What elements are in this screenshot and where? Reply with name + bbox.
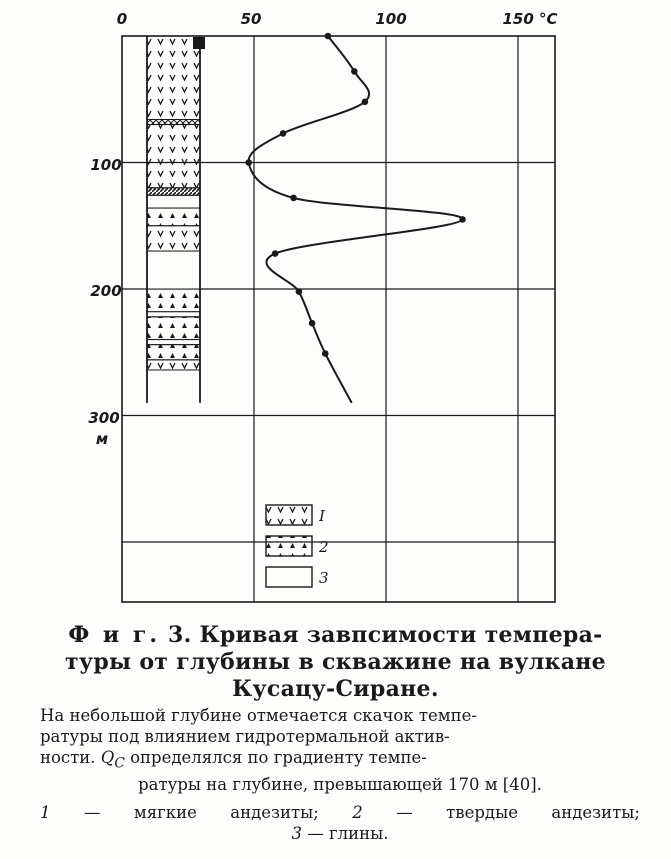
legend-swatch-2 xyxy=(265,535,313,557)
column-layer xyxy=(146,288,201,313)
column-top-mark xyxy=(193,37,205,49)
x-tick-label: 100 xyxy=(375,10,406,28)
x-tick-label: 50 xyxy=(241,10,262,28)
column-layer xyxy=(146,359,201,371)
legend-label-3: 3 xyxy=(319,569,329,587)
column-layer xyxy=(146,207,201,227)
legend-label-2: 2 xyxy=(318,538,329,556)
legend-label-1: I xyxy=(318,507,326,525)
data-point xyxy=(271,250,279,257)
column-layer xyxy=(146,250,201,290)
caption-title-line: Кривая завпсимости темпера- xyxy=(199,622,603,648)
heat-flow-symbol: Q xyxy=(100,748,115,767)
legend-swatch-3 xyxy=(265,566,313,588)
y-axis-ticks: 100 200 300 м xyxy=(88,156,121,448)
legend-entry-2: 2 — твердые андезиты; xyxy=(352,803,640,822)
y-axis-unit: м xyxy=(96,430,108,448)
legend-swatch-1 xyxy=(265,504,313,526)
y-tick-label: 200 xyxy=(90,282,121,300)
caption-body-line: ратуры под влиянием гидротермальной акти… xyxy=(40,727,450,746)
plot-frame xyxy=(121,35,556,603)
caption-title-line: Кусацу-Сиране. xyxy=(232,676,439,702)
column-layer xyxy=(146,35,201,120)
column-layer xyxy=(146,311,201,318)
figure-label: Ф и г. xyxy=(68,622,161,648)
data-point xyxy=(459,216,466,223)
column-layer xyxy=(146,194,201,209)
borehole-column xyxy=(146,35,201,403)
figure-number: 3. xyxy=(168,622,192,648)
column-layer xyxy=(146,344,201,361)
caption-title-line: туры от глубины в скважине на вулкане xyxy=(65,649,606,675)
column-layer xyxy=(146,339,201,346)
column-layer xyxy=(146,124,201,189)
data-point xyxy=(321,350,329,357)
caption-body-line: На небольшой глубине отмечается скачок т… xyxy=(40,706,477,725)
data-point xyxy=(279,130,287,137)
figure-caption-title: Ф и г. 3. Кривая завпсимости темпера- ту… xyxy=(0,622,671,703)
data-point xyxy=(245,159,253,166)
legend-entry-3: 3 — глины. xyxy=(291,824,389,843)
y-tick-label: 100 xyxy=(90,156,121,174)
column-layer xyxy=(146,225,201,252)
data-point xyxy=(290,194,297,202)
temperature-curve xyxy=(245,32,466,404)
temperature-depth-figure: 0 50 100 150 °C 100 200 300 м I 2 3 xyxy=(88,10,558,603)
caption-body-line: ности. QC определялся по градиенту темпе… xyxy=(40,748,427,772)
data-point xyxy=(308,319,316,327)
data-point xyxy=(324,32,332,40)
temperature-line xyxy=(247,35,464,404)
legend-entry-1: 1 — мягкие андезиты; xyxy=(40,803,319,822)
caption-body-line: ратуры на глубине, превышающей 170 м [40… xyxy=(138,775,542,795)
heat-flow-subscript: C xyxy=(114,755,125,772)
x-tick-label: 0 xyxy=(117,10,127,28)
x-axis-ticks: 0 50 100 150 °C xyxy=(117,10,558,28)
column-layer xyxy=(146,187,201,196)
column-layer xyxy=(146,118,201,126)
data-point xyxy=(361,98,369,106)
y-tick-label: 300 xyxy=(88,409,119,427)
x-tick-label: 150 °C xyxy=(502,10,557,28)
figure-caption-body: На небольшой глубине отмечается скачок т… xyxy=(40,705,640,795)
column-layer xyxy=(146,316,201,341)
lithology-legend: I 2 3 xyxy=(265,504,329,588)
figure-caption-legend: 1 — мягкие андезиты; 2 — твердые андезит… xyxy=(40,802,640,844)
data-point xyxy=(295,288,303,295)
data-point xyxy=(351,68,358,75)
